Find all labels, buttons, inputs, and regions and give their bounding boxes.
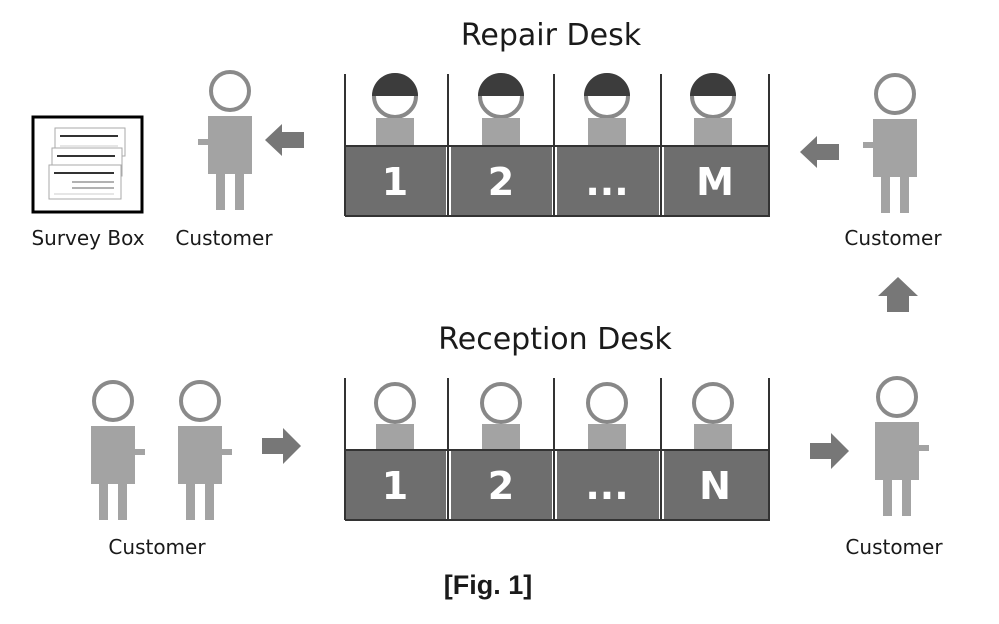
reception-window-4: N — [699, 464, 731, 508]
reception-clerk-1 — [374, 382, 416, 450]
arrow-to-survey-icon — [265, 124, 304, 156]
repair-window-2: 2 — [487, 160, 515, 204]
survey-box-icon — [31, 115, 144, 214]
customer-arriving-1-icon — [89, 380, 147, 522]
arrow-from-reception-icon — [810, 433, 849, 469]
customer-waiting-repair-icon — [861, 73, 919, 215]
reception-clerk-3 — [586, 382, 628, 450]
customer-after-repair-icon — [196, 70, 254, 212]
repair-counter — [344, 74, 770, 217]
repair-clerk-2 — [478, 73, 524, 146]
repair-clerk-4 — [690, 73, 736, 146]
repair-desk-title: Repair Desk — [460, 18, 642, 53]
reception-desk-title: Reception Desk — [438, 322, 672, 357]
repair-window-1: 1 — [381, 160, 409, 204]
reception-counter — [344, 378, 770, 521]
figure-caption: [Fig. 1] — [443, 570, 533, 600]
customer-arriving-2-icon — [176, 380, 234, 522]
survey-box-label: Survey Box — [31, 226, 145, 250]
repair-window-3: ... — [585, 160, 629, 204]
customer-label-repaired: Customer — [175, 226, 273, 250]
arrow-up-icon — [878, 277, 918, 312]
repair-window-4: M — [696, 160, 734, 204]
customer-label-after-reception: Customer — [845, 535, 943, 559]
reception-window-1: 1 — [381, 464, 409, 508]
customer-label-arriving: Customer — [108, 535, 206, 559]
reception-window-3: ... — [585, 464, 629, 508]
repair-clerk-1 — [372, 73, 418, 146]
customer-after-reception-icon — [873, 376, 931, 518]
repair-desk — [344, 73, 770, 217]
reception-window-2: 2 — [487, 464, 515, 508]
survey-form-icon — [48, 127, 126, 200]
reception-clerk-4 — [692, 382, 734, 450]
repair-clerk-3 — [584, 73, 630, 146]
arrow-to-reception-icon — [262, 428, 301, 464]
reception-clerk-2 — [480, 382, 522, 450]
reception-desk — [344, 378, 770, 521]
arrow-to-repair-icon — [800, 136, 839, 168]
customer-label-waiting-repair: Customer — [844, 226, 942, 250]
